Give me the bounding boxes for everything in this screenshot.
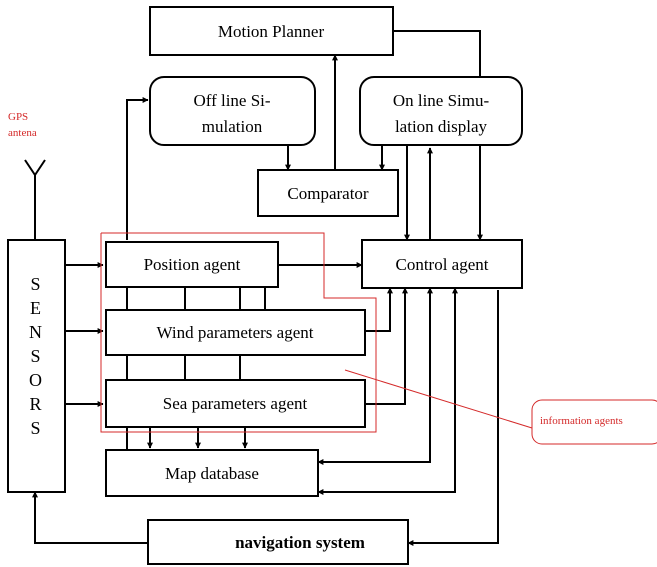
sensors-letter-3: N bbox=[29, 322, 43, 342]
connectors bbox=[24, 30, 499, 546]
navigation-system-label: navigation system bbox=[235, 533, 365, 552]
sea-parameters-agent-box: Sea parameters agent bbox=[105, 379, 366, 428]
navigation-system-box: navigation system bbox=[147, 519, 409, 565]
offline-simulation-line1: Off line Si- bbox=[193, 91, 270, 110]
position-agent-box: Position agent bbox=[105, 241, 279, 288]
sea-parameters-agent-label: Sea parameters agent bbox=[163, 394, 308, 413]
sensors-box: S E N S O R S bbox=[7, 239, 66, 493]
online-simulation-line1: On line Simu- bbox=[393, 91, 490, 110]
sensors-letter-1: S bbox=[30, 274, 41, 294]
information-agents-label: information agents bbox=[540, 415, 623, 427]
gps-antenna-icon bbox=[24, 159, 46, 177]
comparator-box: Comparator bbox=[257, 169, 399, 217]
comparator-label: Comparator bbox=[287, 184, 369, 203]
arrow-planner-to-control bbox=[393, 30, 483, 241]
sensors-letter-4: S bbox=[30, 346, 41, 366]
gps-label-line2: antena bbox=[8, 127, 37, 139]
arrow-control-to-navigation bbox=[407, 290, 499, 546]
online-simulation-box: On line Simu- lation display bbox=[359, 76, 523, 146]
sensors-letter-2: E bbox=[30, 298, 42, 318]
position-agent-label: Position agent bbox=[144, 255, 241, 274]
map-database-box: Map database bbox=[105, 449, 319, 497]
sensors-letter-5: O bbox=[29, 370, 43, 390]
sensors-letter-7: S bbox=[30, 418, 41, 438]
arrow-control-map-2 bbox=[317, 287, 458, 495]
offline-simulation-box: Off line Si- mulation bbox=[149, 76, 316, 146]
motion-planner-label: Motion Planner bbox=[218, 22, 325, 41]
wind-parameters-agent-box: Wind parameters agent bbox=[105, 309, 366, 356]
arrow-to-offline-sim bbox=[126, 97, 149, 240]
sensors-letter-6: R bbox=[29, 394, 42, 414]
information-agents-pointer bbox=[344, 369, 533, 429]
arrow-wind-to-control bbox=[365, 287, 393, 332]
offline-simulation-line2: mulation bbox=[202, 117, 263, 136]
wind-parameters-agent-label: Wind parameters agent bbox=[157, 323, 314, 342]
online-simulation-line2: lation display bbox=[395, 117, 488, 136]
arrow-navigation-to-sensors bbox=[32, 491, 148, 544]
gps-label-line1: GPS bbox=[8, 111, 28, 123]
information-agents-region bbox=[100, 232, 377, 433]
information-agents-callout bbox=[531, 399, 657, 445]
control-agent-box: Control agent bbox=[361, 239, 523, 289]
motion-planner-box: Motion Planner bbox=[149, 6, 394, 56]
map-database-label: Map database bbox=[165, 464, 259, 483]
control-agent-label: Control agent bbox=[395, 255, 488, 274]
